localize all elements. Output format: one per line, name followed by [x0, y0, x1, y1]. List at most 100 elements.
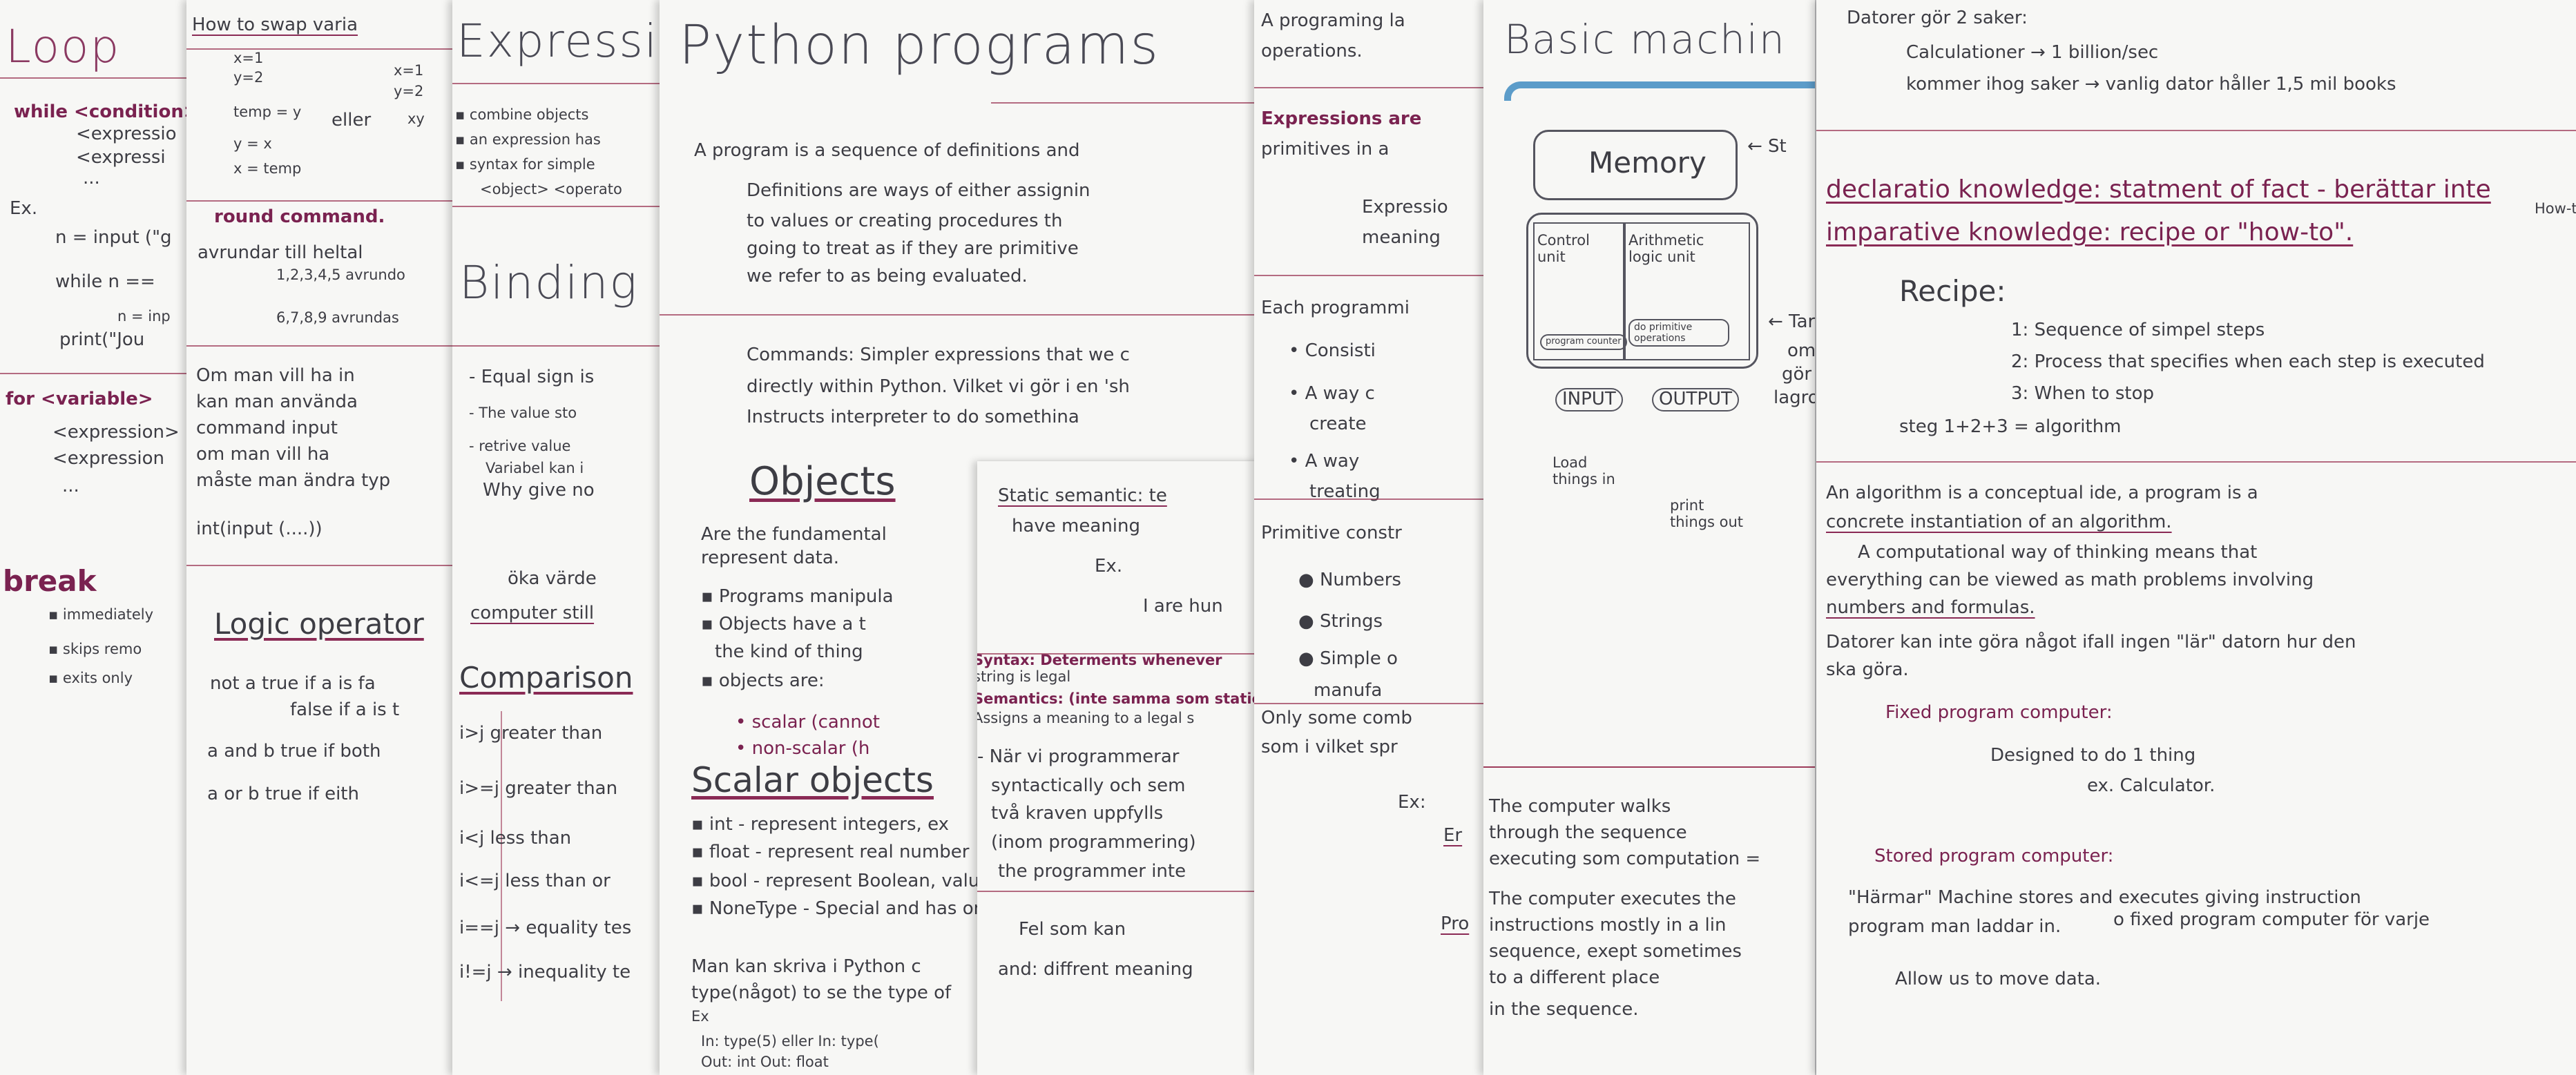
- note-line: • non-scalar (h: [736, 738, 870, 759]
- note-line: declaratio knowledge: statment of fact -…: [1826, 175, 2491, 204]
- note-line: computer still: [470, 603, 595, 623]
- note-line: operations.: [1261, 41, 1363, 61]
- note-line: om: [1787, 340, 1815, 361]
- note-line: program man laddar in.: [1848, 916, 2061, 937]
- note-line: Ex:: [1398, 792, 1426, 813]
- note-line: xy: [407, 110, 425, 127]
- note-line: Expressio: [1362, 197, 1448, 217]
- note-line: Variabel kan i: [486, 460, 584, 476]
- note-line: i>j greater than: [459, 723, 603, 744]
- note-line: x=1: [394, 62, 424, 79]
- note-line: while <condition>: [14, 101, 186, 122]
- note-line: i!=j → inequality te: [459, 962, 631, 982]
- note-line: Allow us to move data.: [1895, 969, 2102, 989]
- note-line: - retrive value: [469, 438, 571, 454]
- sheet-title: How to swap varia: [192, 14, 358, 35]
- note-line: manufa: [1314, 680, 1383, 701]
- note-line: ...: [83, 168, 100, 188]
- note-line: ← St: [1747, 136, 1787, 157]
- note-line: Memory: [1588, 146, 1707, 180]
- note-line: program counter: [1540, 334, 1627, 350]
- note-line: Recipe:: [1899, 274, 2006, 308]
- note-line: OUTPUT: [1652, 388, 1739, 411]
- note-sheet-knowledge: Datorer gör 2 saker: Calculationer → 1 b…: [1816, 0, 2576, 1075]
- note-line: ● Simple o: [1298, 648, 1398, 669]
- note-line: • A way: [1289, 451, 1360, 472]
- note-line: a and b true if both: [207, 741, 381, 762]
- note-line: (inom programmering): [991, 832, 1196, 853]
- note-line: i==j → equality tes: [459, 918, 632, 938]
- note-line: The computer executes the: [1489, 889, 1736, 909]
- note-line: 6,7,8,9 avrundas: [276, 309, 399, 326]
- note-line: ▪ syntax for simple: [455, 156, 595, 173]
- note-line: x=1: [233, 50, 264, 66]
- note-line: Only some comb: [1261, 708, 1412, 728]
- note-line: instructions mostly in a lin: [1489, 915, 1727, 936]
- note-line: Out: int Out: float: [701, 1054, 829, 1070]
- note-line: Objects: [749, 459, 896, 504]
- note-line: ▪ bool - represent Boolean, values: [691, 871, 1000, 891]
- note-line: ▪ exits only: [48, 670, 133, 686]
- note-line: false if a is t: [290, 699, 400, 720]
- note-line: • A way c: [1289, 383, 1375, 404]
- note-line: n = input ("g: [55, 227, 172, 248]
- note-line: Arithmetic logic unit: [1628, 232, 1704, 266]
- note-line: string is legal: [977, 668, 1071, 685]
- note-line: treating: [1309, 481, 1381, 502]
- note-line: Commands: Simpler expressions that we c: [747, 345, 1130, 365]
- note-line: ▪ Programs manipula: [701, 586, 894, 607]
- note-sheet-programming-language: A programing la operations. Expressions …: [1254, 0, 1488, 1075]
- note-line: lagro: [1774, 387, 1815, 408]
- note-line: break: [3, 564, 97, 598]
- note-line: Logic operator: [214, 607, 424, 641]
- note-line: Assigns a meaning to a legal s: [977, 710, 1195, 726]
- note-line: Fel som kan: [1019, 919, 1126, 940]
- note-line: I are hun: [1143, 596, 1223, 617]
- note-line: ▪ Objects have a t: [701, 614, 866, 635]
- note-line: numbers and formulas.: [1826, 597, 2035, 618]
- note-sheet-semantics: Static semantic: te have meaning Ex. I a…: [977, 461, 1260, 1075]
- note-line: ● Strings: [1298, 611, 1383, 632]
- note-line: In: type(5) eller In: type(: [701, 1033, 879, 1049]
- note-line: Each programmi: [1261, 298, 1410, 318]
- note-line: om man vill ha: [196, 444, 330, 465]
- note-line: Semantics: (inte samma som static: [977, 690, 1260, 707]
- note-line: ← Tar: [1768, 311, 1815, 332]
- note-line: going to treat as if they are primitive: [747, 238, 1079, 259]
- note-line: A programing la: [1261, 10, 1405, 31]
- note-line: executing som computation =: [1489, 849, 1761, 869]
- note-line: • scalar (cannot: [736, 712, 880, 733]
- note-line: How-to: [2535, 200, 2576, 217]
- note-line: Are the fundamental: [701, 524, 887, 545]
- note-line: sequence, exept sometimes: [1489, 941, 1742, 962]
- note-line: Binding: [459, 256, 639, 309]
- sheet-title: Expressio: [456, 14, 660, 68]
- note-line: the programmer inte: [998, 861, 1186, 882]
- note-sheet-loops: Loop while <condition> <expressio <expre…: [0, 0, 186, 1075]
- note-line: ▪ objects are:: [701, 670, 825, 691]
- note-line: y=2: [394, 83, 424, 99]
- note-line: meaning: [1362, 227, 1441, 248]
- note-line: A program is a sequence of definitions a…: [694, 140, 1080, 161]
- note-line: represent data.: [701, 548, 840, 568]
- note-line: i>=j greater than: [459, 778, 618, 799]
- note-line: <expressio: [76, 124, 177, 144]
- note-line: Fixed program computer:: [1885, 702, 2113, 723]
- note-line: type(något) to se the type of: [691, 982, 952, 1003]
- note-line: eller: [331, 110, 372, 130]
- note-line: for <variable>: [6, 389, 153, 409]
- note-line: in the sequence.: [1489, 999, 1639, 1020]
- note-line: Instructs interpreter to do somethina: [747, 407, 1079, 427]
- note-line: Primitive constr: [1261, 523, 1402, 543]
- note-line: have meaning: [1012, 516, 1140, 536]
- note-line: create: [1309, 414, 1367, 434]
- note-line: Man kan skriva i Python c: [691, 956, 921, 977]
- note-line: Er: [1443, 825, 1463, 846]
- note-line: - The value sto: [469, 405, 577, 421]
- note-line: Ex.: [1095, 556, 1123, 577]
- note-line: ▪ NoneType - Special and has one v: [691, 898, 1012, 919]
- sheet-title: Basic machin: [1504, 16, 1786, 63]
- note-line: Control unit: [1537, 232, 1590, 266]
- note-line: gör: [1782, 364, 1812, 385]
- note-line: "Härmar" Machine stores and executes giv…: [1848, 887, 2361, 908]
